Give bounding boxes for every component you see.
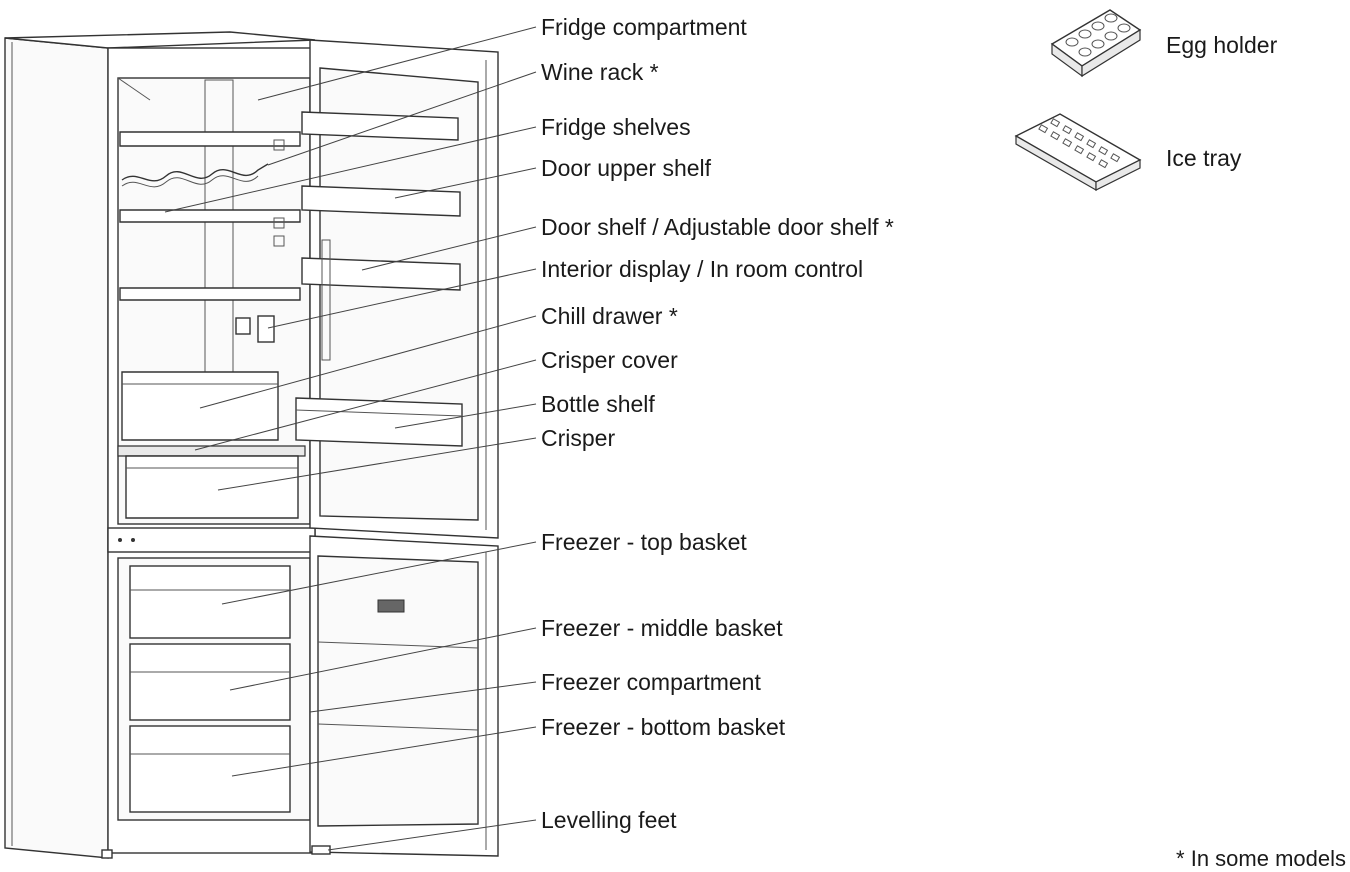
label-door-shelf: Door shelf / Adjustable door shelf * [541,214,894,240]
label-interior-display: Interior display / In room control [541,256,863,282]
label-door-upper-shelf: Door upper shelf [541,155,711,181]
label-levelling-feet: Levelling feet [541,807,677,833]
label-ice-tray: Ice tray [1166,145,1241,171]
label-freezer-compartment: Freezer compartment [541,669,761,695]
label-egg-holder: Egg holder [1166,32,1277,58]
label-freezer-bottom-basket: Freezer - bottom basket [541,714,785,740]
label-fridge-shelves: Fridge shelves [541,114,691,140]
label-freezer-middle-basket: Freezer - middle basket [541,615,783,641]
label-bottle-shelf: Bottle shelf [541,391,655,417]
footnote: * In some models [1176,846,1346,872]
fridge-door [296,40,498,538]
label-fridge-compartment: Fridge compartment [541,14,747,40]
label-crisper: Crisper [541,425,615,451]
ice-tray-icon [1016,114,1140,190]
label-crisper-cover: Crisper cover [541,347,678,373]
egg-holder-icon [1052,10,1140,76]
fridge-cabinet [5,32,315,858]
label-chill-drawer: Chill drawer * [541,303,678,329]
freezer-door [310,536,498,856]
label-freezer-top-basket: Freezer - top basket [541,529,747,555]
label-wine-rack: Wine rack * [541,59,659,85]
